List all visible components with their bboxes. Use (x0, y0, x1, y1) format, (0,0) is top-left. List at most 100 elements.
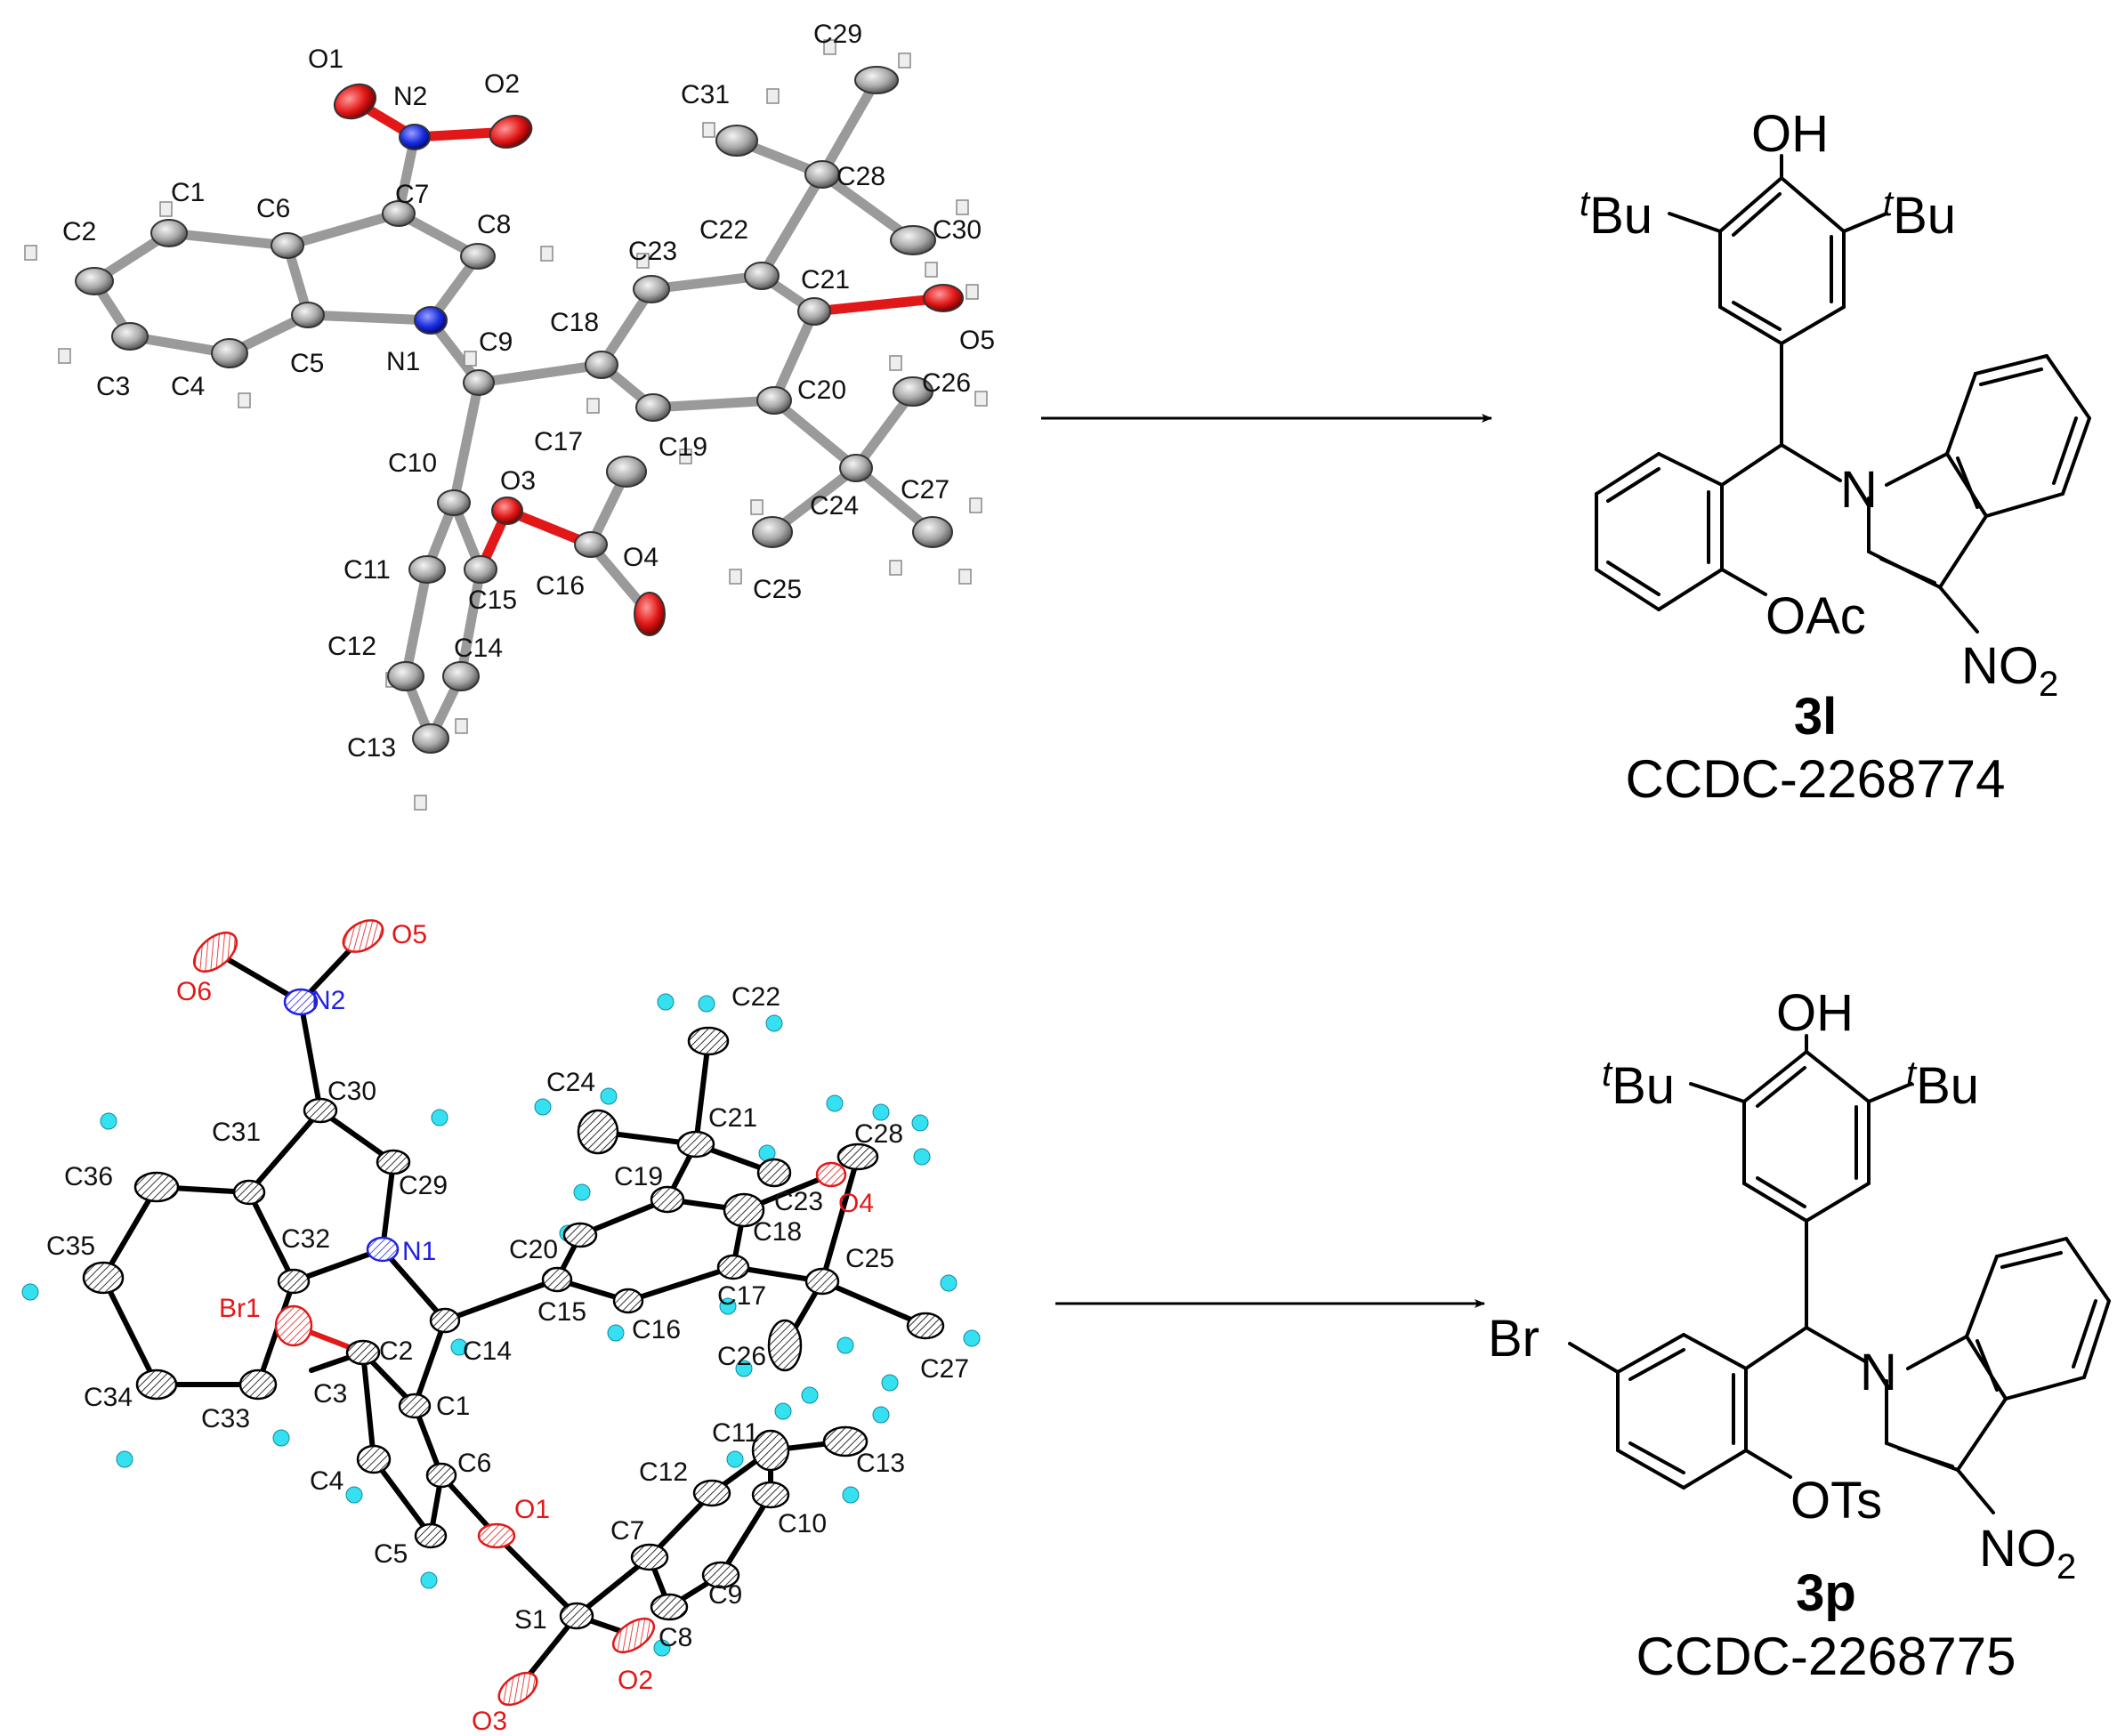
atom-label: C30 (327, 1077, 376, 1106)
atom-label: C25 (753, 575, 802, 604)
atom-label: C33 (201, 1404, 250, 1433)
structure-3l-labels: OH tBu tBu N OAc NO2 3l CCDC-2268774 (1580, 105, 2058, 809)
atom-label: O1 (308, 44, 343, 74)
atom-label: C16 (536, 571, 585, 601)
atom-label: C19 (659, 432, 707, 462)
atom-label: C9 (479, 327, 513, 357)
structure-3p-labels: OH tBu tBu Br N OTs NO2 3p CCDC-2268775 (1488, 984, 2076, 1686)
n-label: N (1860, 1344, 1897, 1401)
atom-label: C6 (256, 194, 290, 223)
atom-label: C36 (64, 1162, 113, 1191)
atom-label: C18 (753, 1217, 802, 1247)
compound-number: 3l (1794, 688, 1837, 746)
no2-label: NO2 (1979, 1520, 2076, 1587)
ccdc-number: CCDC-2268775 (1636, 1627, 2016, 1686)
atom-label: C10 (388, 448, 437, 478)
atom-label: C10 (778, 1509, 827, 1538)
atom-label: C3 (313, 1379, 347, 1409)
atom-label: C1 (171, 178, 205, 207)
atom-label: O1 (514, 1495, 550, 1524)
tbu-left-label: tBu (1602, 1054, 1675, 1115)
atom-label: C13 (347, 733, 396, 763)
atom-label: C4 (310, 1466, 343, 1496)
atom-label: C27 (901, 475, 949, 505)
atom-label: O4 (623, 543, 659, 572)
atom-label: C34 (84, 1383, 133, 1412)
tbu-left-label: tBu (1580, 184, 1652, 245)
atom-label: C8 (477, 210, 511, 239)
atom-label: C8 (659, 1623, 692, 1652)
atom-label: C21 (801, 265, 850, 295)
atom-label: N2 (393, 82, 427, 111)
ots-label: OTs (1790, 1472, 1882, 1530)
atom-label: C24 (546, 1068, 595, 1097)
atom-label: C17 (717, 1281, 766, 1311)
n-label: N (1840, 461, 1878, 519)
ortep-3l: O1 N2 O2 C29 C31 C28 C1 C6 C7 C8 C2 C23 … (24, 20, 995, 811)
atom-label: C7 (610, 1516, 644, 1546)
atom-label: C28 (836, 162, 885, 191)
tbu-right-label: tBu (1906, 1054, 1979, 1115)
ccdc-number: CCDC-2268774 (1626, 749, 2006, 809)
atom-label: N1 (386, 347, 420, 376)
oh-label: OH (1751, 105, 1829, 163)
atom-label: C26 (922, 368, 971, 398)
atom-label: C35 (46, 1231, 95, 1261)
br-label: Br (1488, 1310, 1539, 1368)
atom-label: O6 (176, 977, 212, 1006)
ortep-3p-atoms (82, 919, 945, 1707)
atom-label: C24 (810, 491, 859, 521)
atom-label: C1 (436, 1392, 470, 1421)
atom-label: C15 (468, 585, 517, 615)
atom-label: C13 (856, 1449, 905, 1478)
oac-label: OAc (1766, 587, 1866, 645)
atom-label: S1 (514, 1605, 547, 1635)
atom-label: C5 (290, 349, 324, 378)
ortep-3p: O6 N2 O5 C22 C24 C21 C28 C30 C31 C36 C19… (21, 919, 981, 1736)
atom-label: C14 (463, 1336, 512, 1366)
atom-label: C19 (614, 1162, 663, 1191)
atom-label: C6 (457, 1449, 491, 1478)
ortep-3p-hydrogens (21, 993, 981, 1657)
atom-label: C16 (632, 1315, 681, 1344)
atom-label: C23 (774, 1187, 823, 1216)
atom-label: C32 (281, 1224, 330, 1254)
tbu-right-label: tBu (1883, 184, 1956, 245)
atom-label: N2 (311, 986, 345, 1015)
atom-label: O5 (392, 920, 427, 949)
atom-label: Br1 (219, 1294, 261, 1323)
atom-label: C20 (509, 1235, 558, 1264)
atom-label: C12 (327, 632, 376, 661)
atom-label: C15 (537, 1297, 586, 1327)
atom-label: C22 (731, 982, 780, 1012)
structure-3l (1595, 154, 2091, 634)
atom-label: C4 (171, 372, 205, 401)
atom-label: C9 (708, 1580, 742, 1610)
atom-label: C26 (717, 1342, 766, 1371)
atom-label: C11 (343, 555, 391, 585)
ortep-3l-labels: O1 N2 O2 C29 C31 C28 C1 C6 C7 C8 C2 C23 … (62, 20, 995, 763)
ortep-3l-hydrogens (24, 39, 988, 811)
atom-label: O5 (959, 326, 995, 355)
atom-label: C25 (845, 1244, 894, 1273)
atom-label: C2 (379, 1336, 413, 1366)
atom-label: O4 (838, 1189, 874, 1218)
structure-3p (1568, 1034, 2111, 1514)
atom-label: C29 (399, 1171, 448, 1200)
ortep-3p-labels: O6 N2 O5 C22 C24 C21 C28 C30 C31 C36 C19… (46, 920, 969, 1736)
atom-label: C5 (374, 1539, 408, 1569)
atom-label: C17 (534, 427, 583, 456)
atom-label: O2 (484, 69, 520, 99)
atom-label: O2 (618, 1666, 653, 1695)
atom-label: C27 (920, 1354, 969, 1384)
atom-label: C23 (628, 237, 677, 266)
atom-label: C22 (699, 215, 748, 245)
atom-label: C14 (454, 634, 503, 663)
atom-label: C18 (550, 308, 599, 337)
atom-label: C31 (212, 1118, 261, 1147)
atom-label: N1 (402, 1237, 436, 1266)
atom-label: C2 (62, 217, 96, 246)
atom-label: C21 (708, 1103, 757, 1133)
atom-label: C28 (854, 1119, 903, 1149)
